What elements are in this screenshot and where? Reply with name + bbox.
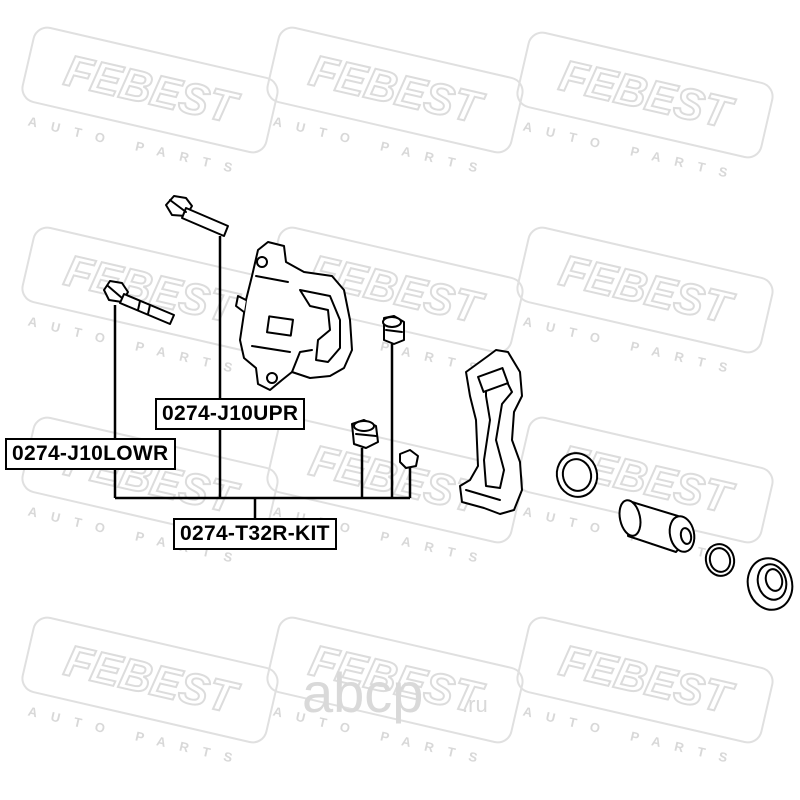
upper-bushing bbox=[382, 315, 405, 345]
leader-lines bbox=[113, 236, 412, 518]
middle-bushing bbox=[351, 419, 379, 449]
piston-seal bbox=[555, 452, 599, 498]
caliper-body bbox=[235, 241, 353, 391]
o-ring bbox=[704, 543, 736, 577]
site-watermark-brand: abcp bbox=[302, 661, 423, 724]
piston bbox=[618, 499, 696, 553]
lower-guide-pin bbox=[103, 280, 175, 325]
caliper-bracket bbox=[459, 349, 523, 515]
label-lower-pin: 0274-J10LOWR bbox=[5, 438, 176, 470]
small-cap bbox=[399, 449, 419, 469]
site-watermark: abcp .ru bbox=[302, 661, 488, 724]
label-upper-pin: 0274-J10UPR bbox=[155, 398, 306, 430]
site-watermark-suffix: .ru bbox=[462, 692, 488, 717]
dust-boot bbox=[746, 557, 794, 611]
label-kit: 0274-T32R-KIT bbox=[173, 518, 337, 550]
upper-guide-pin bbox=[165, 195, 229, 237]
